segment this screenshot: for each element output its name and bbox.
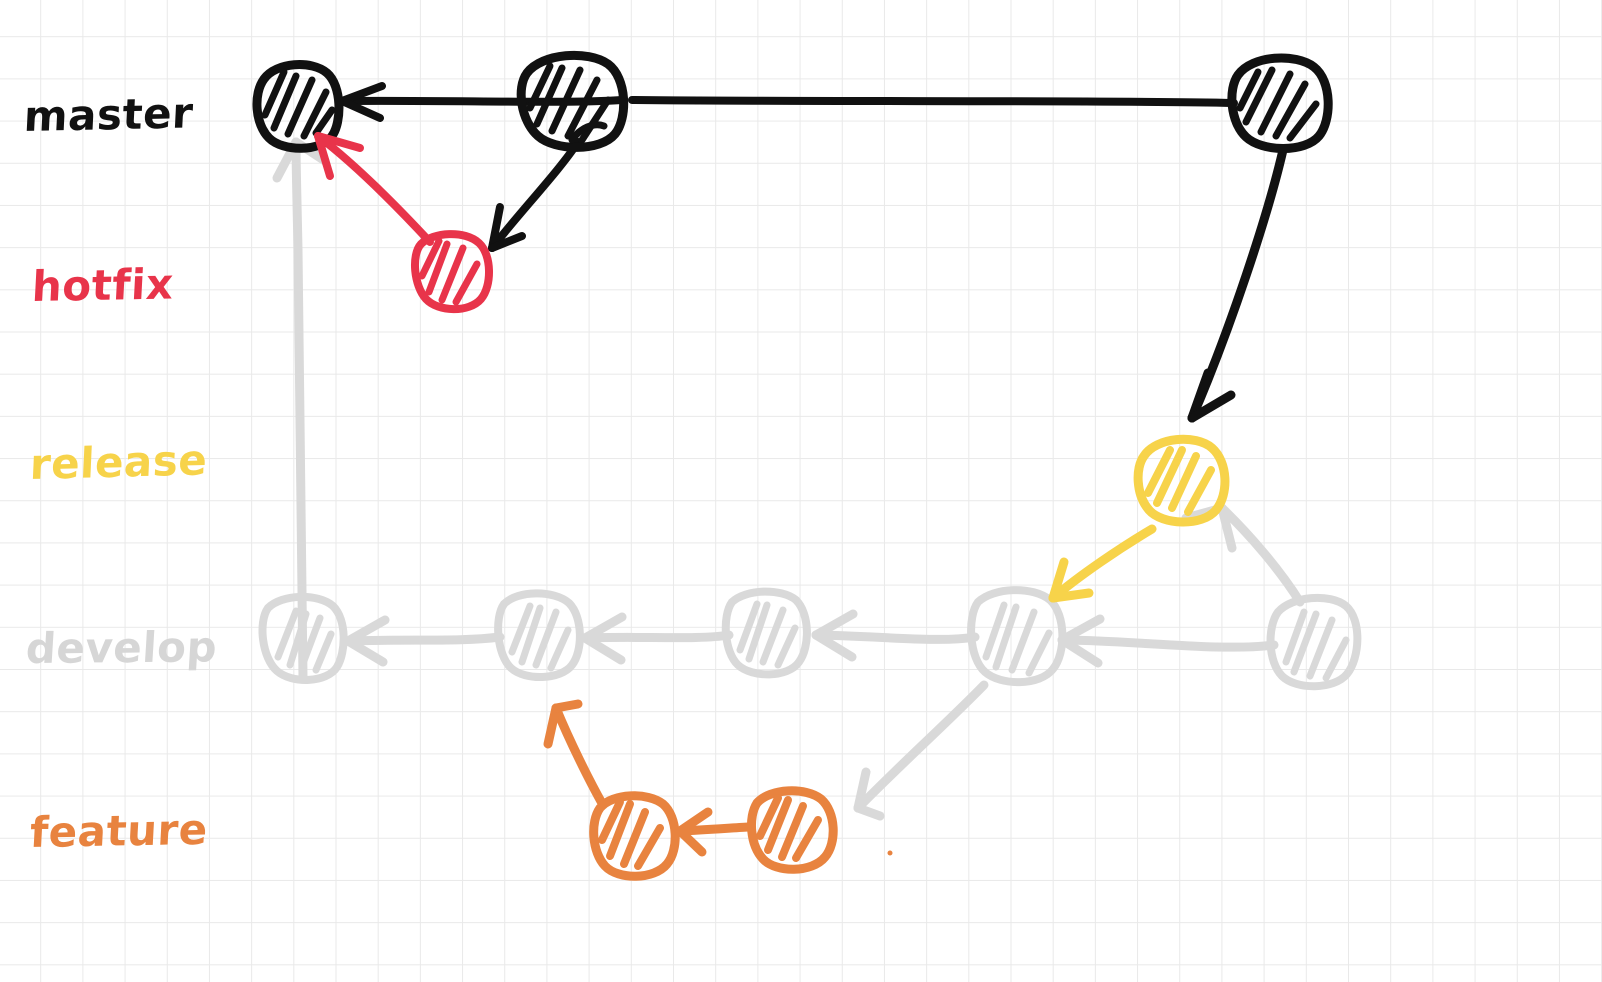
branch-label-feature: feature (28, 804, 210, 858)
node-hotfix-1 (411, 230, 493, 314)
branch-label-master: master (22, 88, 195, 142)
edge-d3-to-d2 (580, 612, 734, 665)
node-master-2 (516, 50, 629, 152)
node-feature-1 (589, 791, 680, 881)
node-develop-5 (1266, 593, 1362, 691)
node-feature-2 (747, 786, 838, 874)
stray-dot-mark (887, 850, 893, 856)
node-master-3 (1227, 53, 1333, 153)
edge-d2-to-d1 (343, 615, 505, 667)
edge-feature-to-d4 (853, 680, 989, 821)
node-develop-4 (967, 586, 1067, 687)
edge-m3-to-m2 (628, 96, 1238, 107)
edge-d5-to-d4 (1057, 614, 1279, 668)
branch-label-release: release (28, 435, 209, 490)
edge-f2-to-f1 (675, 807, 753, 857)
edge-m3-to-release (1187, 145, 1288, 423)
node-develop-2 (494, 589, 584, 682)
node-develop-1 (258, 592, 348, 684)
edge-hotfix-to-master (314, 132, 434, 246)
branch-label-hotfix: hotfix (30, 259, 175, 312)
branch-label-develop: develop (24, 622, 219, 674)
edge-feature-to-d2 (543, 699, 608, 810)
node-release-1 (1133, 434, 1230, 527)
node-develop-3 (721, 587, 811, 679)
edge-release-to-develop (1048, 524, 1157, 603)
edge-m2-to-hotfix (488, 138, 582, 252)
edge-m2-to-m1 (338, 82, 626, 122)
edge-d4-to-d3 (811, 609, 980, 662)
